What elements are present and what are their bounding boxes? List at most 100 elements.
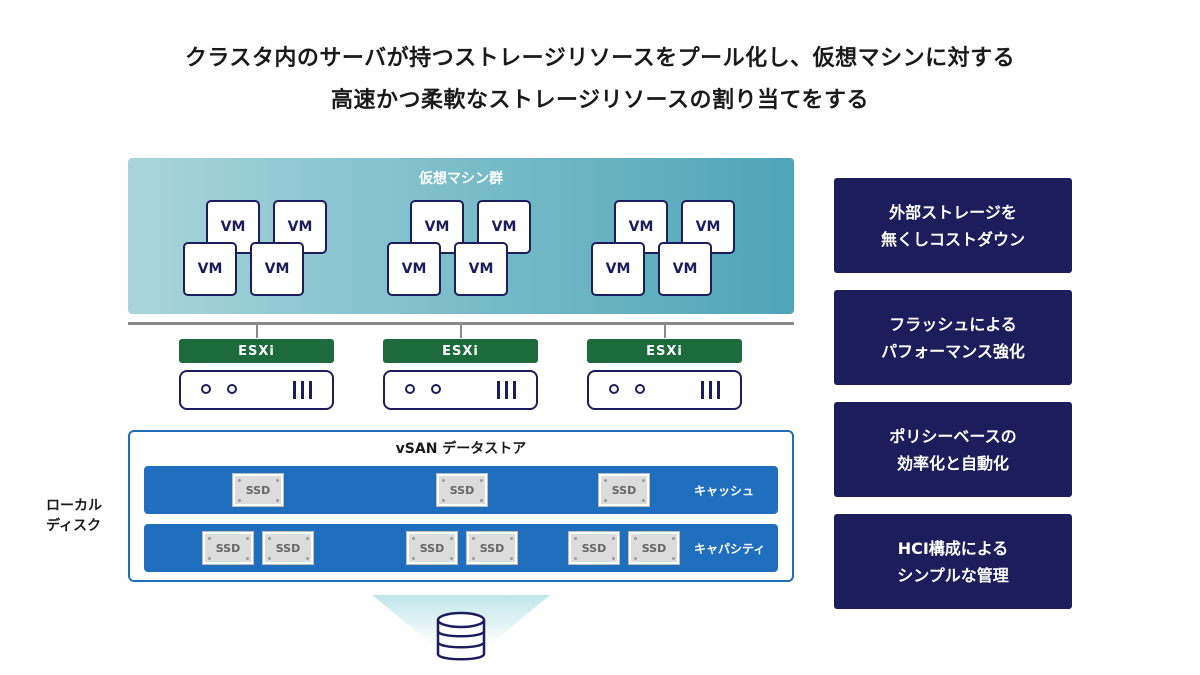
screw-dot <box>276 499 279 502</box>
vm-group-panel: 仮想マシン群 VM VM VM VM VM VM VM VM VM VM VM … <box>128 158 794 314</box>
capacity-tier-label: キャパシティ <box>694 542 766 556</box>
benefit-line1: HCI構成による <box>897 538 1009 558</box>
vent-icon <box>497 381 500 399</box>
capacity-tier: SSD SSD SSD SSD SSD SSD キャパシティ <box>144 524 778 572</box>
vm-box: VM <box>591 242 645 296</box>
vent-icon <box>709 381 712 399</box>
network-drop <box>664 324 666 338</box>
screw-dot <box>268 557 271 560</box>
esxi-label: ESXi <box>587 339 742 363</box>
screw-dot <box>612 557 615 560</box>
screw-dot <box>412 557 415 560</box>
screw-dot <box>268 537 271 540</box>
screw-dot <box>574 537 577 540</box>
led-icon <box>431 384 441 394</box>
screw-dot <box>642 479 645 482</box>
network-drop <box>256 324 258 338</box>
vent-icon <box>513 381 516 399</box>
ssd-icon: SSD <box>262 531 314 565</box>
benefit-cost-reduction: 外部ストレージを 無くしコストダウン <box>834 178 1072 273</box>
vm-box: VM <box>183 242 237 296</box>
screw-dot <box>306 557 309 560</box>
screw-dot <box>672 557 675 560</box>
screw-dot <box>208 537 211 540</box>
cache-tier-label: キャッシュ <box>694 484 755 498</box>
vm-box: VM <box>387 242 441 296</box>
led-icon <box>609 384 619 394</box>
screw-dot <box>238 499 241 502</box>
screw-dot <box>442 479 445 482</box>
screw-dot <box>612 537 615 540</box>
screw-dot <box>442 499 445 502</box>
local-disk-label-line1: ローカル <box>46 498 102 514</box>
vent-icon <box>717 381 720 399</box>
vm-box: VM <box>250 242 304 296</box>
vent-icon <box>301 381 304 399</box>
led-icon <box>635 384 645 394</box>
database-icon <box>436 611 486 661</box>
vent-icon <box>309 381 312 399</box>
led-icon <box>227 384 237 394</box>
local-disk-label-line2: ディスク <box>46 518 102 534</box>
esxi-label: ESXi <box>179 339 334 363</box>
vent-icon <box>505 381 508 399</box>
benefit-simple-management: HCI構成による シンプルな管理 <box>834 514 1072 609</box>
screw-dot <box>472 537 475 540</box>
benefit-line2: 効率化と自動化 <box>896 453 1009 473</box>
benefit-line1: フラッシュによる <box>889 314 1017 334</box>
screw-dot <box>276 479 279 482</box>
led-icon <box>405 384 415 394</box>
benefit-line1: ポリシーベースの <box>889 426 1017 446</box>
screw-dot <box>472 557 475 560</box>
vm-box: VM <box>454 242 508 296</box>
led-icon <box>201 384 211 394</box>
ssd-icon: SSD <box>598 473 650 507</box>
network-drop <box>460 324 462 338</box>
server-icon <box>383 370 538 410</box>
vm-box: VM <box>658 242 712 296</box>
benefit-policy-automation: ポリシーベースの 効率化と自動化 <box>834 402 1072 497</box>
screw-dot <box>510 557 513 560</box>
local-disk-label: ローカル ディスク <box>46 496 122 536</box>
benefit-line2: シンプルな管理 <box>897 565 1009 585</box>
vsan-datastore-panel: vSAN データストア SSD SSD SSD キャッシュ SSD SSD SS… <box>128 430 794 582</box>
ssd-icon: SSD <box>568 531 620 565</box>
ssd-icon: SSD <box>232 473 284 507</box>
benefit-line2: 無くしコストダウン <box>880 229 1025 249</box>
vm-group-label: 仮想マシン群 <box>419 171 503 187</box>
screw-dot <box>480 499 483 502</box>
network-line <box>128 322 794 325</box>
screw-dot <box>480 479 483 482</box>
screw-dot <box>208 557 211 560</box>
ssd-icon: SSD <box>466 531 518 565</box>
vent-icon <box>293 381 296 399</box>
server-icon <box>587 370 742 410</box>
screw-dot <box>306 537 309 540</box>
title-line-2: 高速かつ柔軟なストレージリソースの割り当てをする <box>330 88 870 113</box>
vsan-datastore-label: vSAN データストア <box>395 441 527 457</box>
screw-dot <box>642 499 645 502</box>
benefit-flash-performance: フラッシュによる パフォーマンス強化 <box>834 290 1072 385</box>
screw-dot <box>634 537 637 540</box>
screw-dot <box>510 537 513 540</box>
ssd-icon: SSD <box>436 473 488 507</box>
benefit-line2: パフォーマンス強化 <box>881 341 1025 361</box>
ssd-icon: SSD <box>202 531 254 565</box>
screw-dot <box>604 499 607 502</box>
screw-dot <box>634 557 637 560</box>
screw-dot <box>450 537 453 540</box>
server-icon <box>179 370 334 410</box>
screw-dot <box>246 537 249 540</box>
benefit-line1: 外部ストレージを <box>889 202 1017 222</box>
title-line-1: クラスタ内のサーバが持つストレージリソースをプール化し、仮想マシンに対する <box>184 46 1016 71</box>
screw-dot <box>672 537 675 540</box>
ssd-icon: SSD <box>406 531 458 565</box>
screw-dot <box>604 479 607 482</box>
esxi-label: ESXi <box>383 339 538 363</box>
screw-dot <box>450 557 453 560</box>
vent-icon <box>701 381 704 399</box>
screw-dot <box>246 557 249 560</box>
cache-tier: SSD SSD SSD キャッシュ <box>144 466 778 514</box>
screw-dot <box>412 537 415 540</box>
ssd-icon: SSD <box>628 531 680 565</box>
